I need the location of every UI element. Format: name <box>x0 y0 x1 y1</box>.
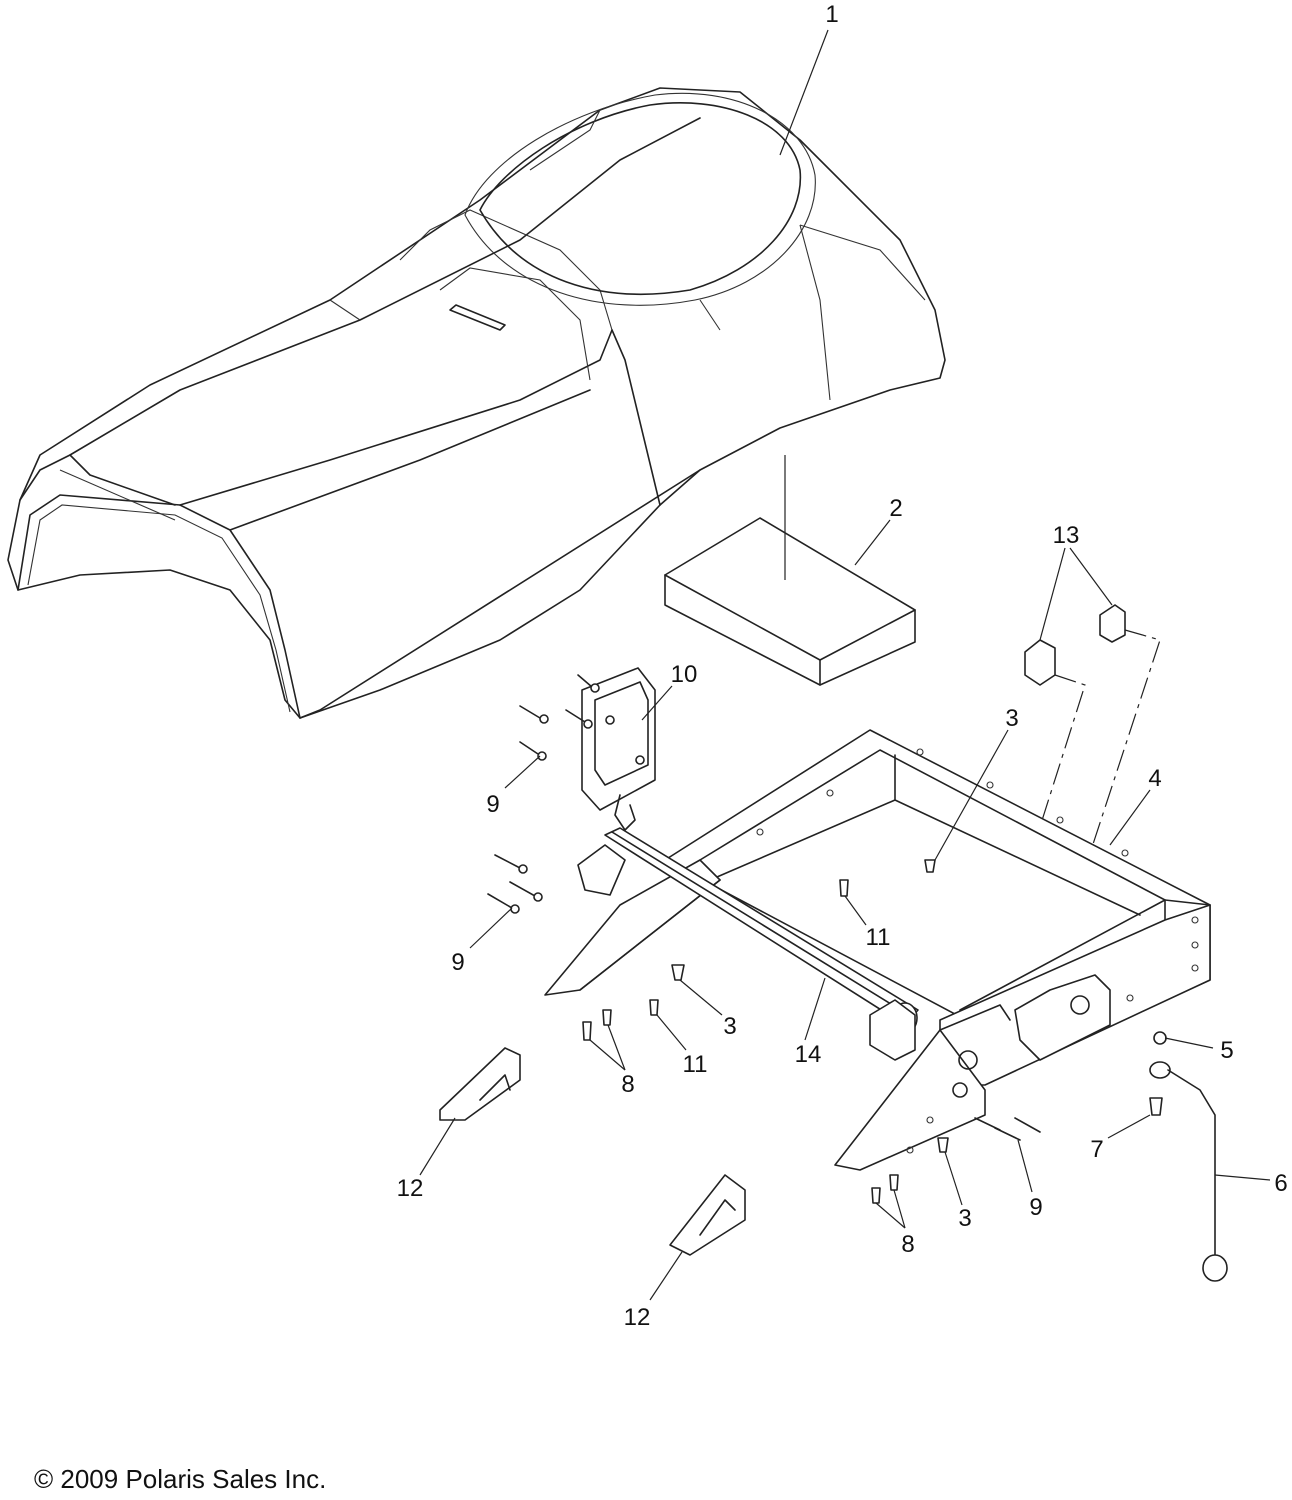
callout-9-mid: 9 <box>451 949 464 976</box>
subframe <box>544 729 1211 1171</box>
bracket-left <box>439 1047 521 1121</box>
fasteners <box>487 674 1228 1282</box>
copyright-notice: © 2009 Polaris Sales Inc. <box>34 1464 327 1494</box>
latch <box>581 667 656 831</box>
callout-3-top: 3 <box>1005 705 1018 732</box>
callout-11-bottom: 11 <box>683 1051 708 1078</box>
callout-13: 13 <box>1053 522 1080 549</box>
callout-12-bottom: 12 <box>624 1304 651 1331</box>
callouts: 1 2 13 10 3 4 9 9 11 3 11 14 8 5 7 6 12 … <box>397 1 1288 1331</box>
bracket-bottom <box>669 1174 746 1256</box>
callout-8-left: 8 <box>621 1071 634 1098</box>
callout-9-right: 9 <box>1029 1194 1042 1221</box>
clip-line-left <box>984 674 1086 1001</box>
callout-14: 14 <box>795 1041 822 1068</box>
callout-6: 6 <box>1274 1170 1287 1197</box>
callout-5: 5 <box>1220 1037 1233 1064</box>
callout-1: 1 <box>825 1 838 28</box>
callout-10: 10 <box>671 661 698 688</box>
crossbar <box>577 827 919 1061</box>
callout-9-top: 9 <box>486 791 499 818</box>
clip-line-right <box>1054 629 1161 961</box>
clips <box>1024 604 1126 686</box>
callout-3-bottom: 3 <box>958 1205 971 1232</box>
callout-11-top: 11 <box>866 924 891 951</box>
callout-3-mid: 3 <box>723 1013 736 1040</box>
callout-8-right: 8 <box>901 1231 914 1258</box>
leader-lines <box>419 29 1271 1301</box>
callout-4: 4 <box>1148 765 1161 792</box>
seat <box>7 87 946 719</box>
callout-7: 7 <box>1090 1136 1103 1163</box>
callout-2: 2 <box>889 495 902 522</box>
callout-12-left: 12 <box>397 1175 424 1202</box>
foam-pad <box>664 517 916 686</box>
